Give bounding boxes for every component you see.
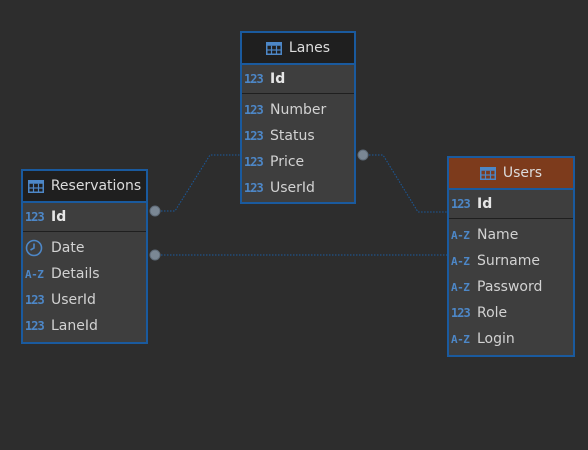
- column-row[interactable]: 123 UserId: [23, 287, 146, 313]
- column-row[interactable]: 123 Price: [242, 149, 354, 175]
- column-row[interactable]: A-Z Name: [449, 222, 573, 248]
- number-type-icon: 123: [451, 306, 471, 320]
- entity-header[interactable]: Users: [449, 158, 573, 190]
- column-row[interactable]: 123 Number: [242, 97, 354, 123]
- number-type-icon: 123: [244, 103, 264, 117]
- primary-key-row[interactable]: 123 Id: [242, 65, 354, 94]
- column-name: Date: [51, 240, 85, 256]
- number-type-icon: 123: [451, 197, 471, 211]
- number-type-icon: 123: [244, 72, 264, 86]
- table-icon: [479, 166, 496, 180]
- column-name: Login: [477, 331, 515, 347]
- column-name: Price: [270, 154, 305, 170]
- column-row[interactable]: A-Z Password: [449, 274, 573, 300]
- column-list: A-Z Name A-Z Surname A-Z Password 123 Ro…: [449, 219, 573, 353]
- text-type-icon: A-Z: [451, 228, 470, 242]
- column-row[interactable]: 123 Status: [242, 123, 354, 149]
- column-name: Status: [270, 128, 315, 144]
- number-type-icon: 123: [25, 319, 45, 333]
- column-name: Id: [477, 196, 493, 212]
- column-name: UserId: [270, 180, 315, 196]
- column-name: LaneId: [51, 318, 98, 334]
- column-name: Role: [477, 305, 508, 321]
- text-type-icon: A-Z: [25, 267, 44, 281]
- column-name: Id: [270, 71, 286, 87]
- column-name: UserId: [51, 292, 96, 308]
- link-endpoint[interactable]: [149, 205, 161, 217]
- column-row[interactable]: A-Z Details: [23, 261, 146, 287]
- column-name: Details: [51, 266, 100, 282]
- entity-users[interactable]: Users 123 Id A-Z Name A-Z Surname A-Z Pa…: [447, 156, 575, 357]
- entity-header[interactable]: Lanes: [242, 33, 354, 65]
- table-icon: [27, 179, 44, 193]
- link-endpoint[interactable]: [357, 149, 369, 161]
- link-endpoint[interactable]: [149, 249, 161, 261]
- number-type-icon: 123: [25, 293, 45, 307]
- primary-key-row[interactable]: 123 Id: [449, 190, 573, 219]
- column-name: Name: [477, 227, 519, 243]
- number-type-icon: 123: [25, 210, 45, 224]
- entity-lanes[interactable]: Lanes 123 Id 123 Number 123 Status 123 P…: [240, 31, 356, 204]
- number-type-icon: 123: [244, 155, 264, 169]
- text-type-icon: A-Z: [451, 280, 470, 294]
- column-name: Password: [477, 279, 543, 295]
- number-type-icon: 123: [244, 181, 264, 195]
- column-list: 123 Number 123 Status 123 Price 123 User…: [242, 94, 354, 202]
- column-name: Id: [51, 209, 67, 225]
- entity-reservations[interactable]: Reservations 123 Id Date A-Z Details 123…: [21, 169, 148, 344]
- entity-title: Users: [502, 165, 543, 181]
- text-type-icon: A-Z: [451, 332, 470, 346]
- table-icon: [265, 41, 282, 55]
- link-reservations-lanes[interactable]: [155, 154, 241, 212]
- column-row[interactable]: A-Z Surname: [449, 248, 573, 274]
- column-row[interactable]: 123 Role: [449, 300, 573, 326]
- entity-header[interactable]: Reservations: [23, 171, 146, 203]
- column-row[interactable]: Date: [23, 235, 146, 261]
- text-type-icon: A-Z: [451, 254, 470, 268]
- column-row[interactable]: 123 LaneId: [23, 313, 146, 339]
- column-list: Date A-Z Details 123 UserId 123 LaneId: [23, 232, 146, 340]
- number-type-icon: 123: [244, 129, 264, 143]
- link-lanes-users[interactable]: [363, 154, 448, 213]
- primary-key-row[interactable]: 123 Id: [23, 203, 146, 232]
- column-row[interactable]: 123 UserId: [242, 175, 354, 201]
- column-row[interactable]: A-Z Login: [449, 326, 573, 352]
- column-name: Surname: [477, 253, 540, 269]
- entity-title: Lanes: [288, 40, 331, 56]
- entity-title: Reservations: [50, 178, 142, 194]
- column-name: Number: [270, 102, 327, 118]
- clock-icon: [23, 239, 51, 257]
